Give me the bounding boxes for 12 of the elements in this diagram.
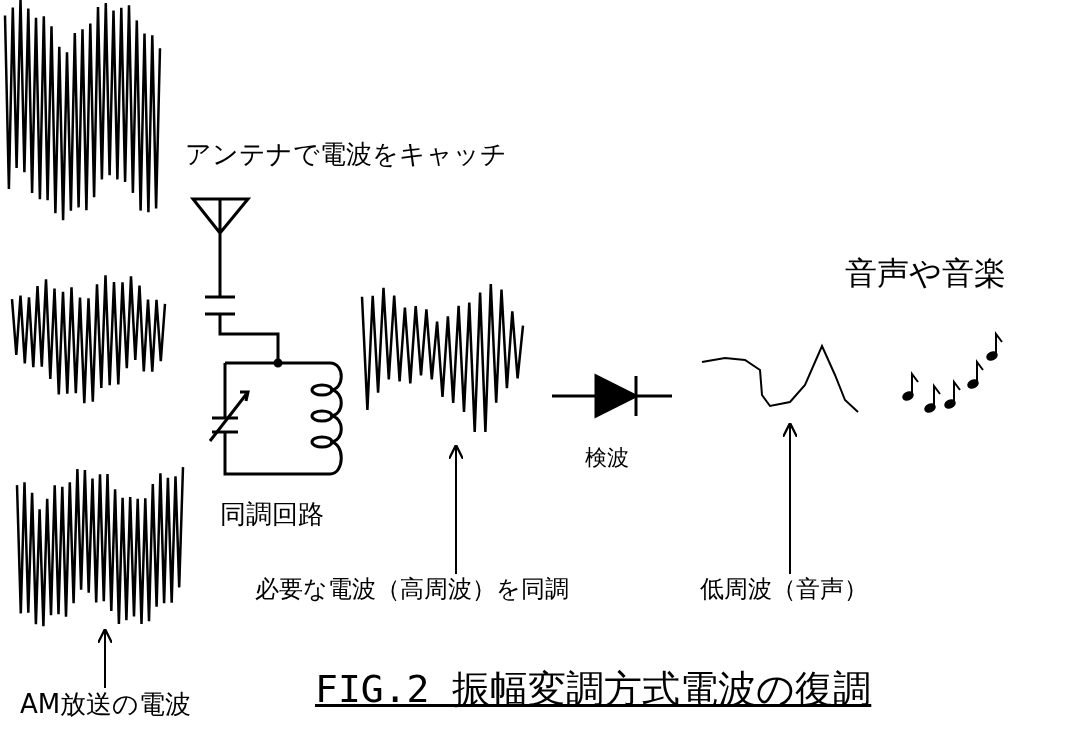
- caption-text: 低周波（音声）: [700, 576, 868, 604]
- caption-text: AM放送の電波: [20, 690, 192, 720]
- arrow: [96, 627, 114, 689]
- am-waveform: [15, 468, 185, 626]
- arrow: [447, 443, 465, 575]
- caption-text: 必要な電波（高周波）を同調: [255, 576, 569, 604]
- detection-label: 検波: [585, 445, 629, 471]
- figure-title: FIG.2 振幅変調方式電波の復調: [315, 668, 872, 712]
- output-caption: 音声や音楽: [845, 255, 1006, 292]
- circuit-label: 同調回路: [220, 500, 324, 530]
- arrow: [781, 421, 799, 575]
- antenna-caption: アンテナで電波をキャッチ: [185, 140, 507, 170]
